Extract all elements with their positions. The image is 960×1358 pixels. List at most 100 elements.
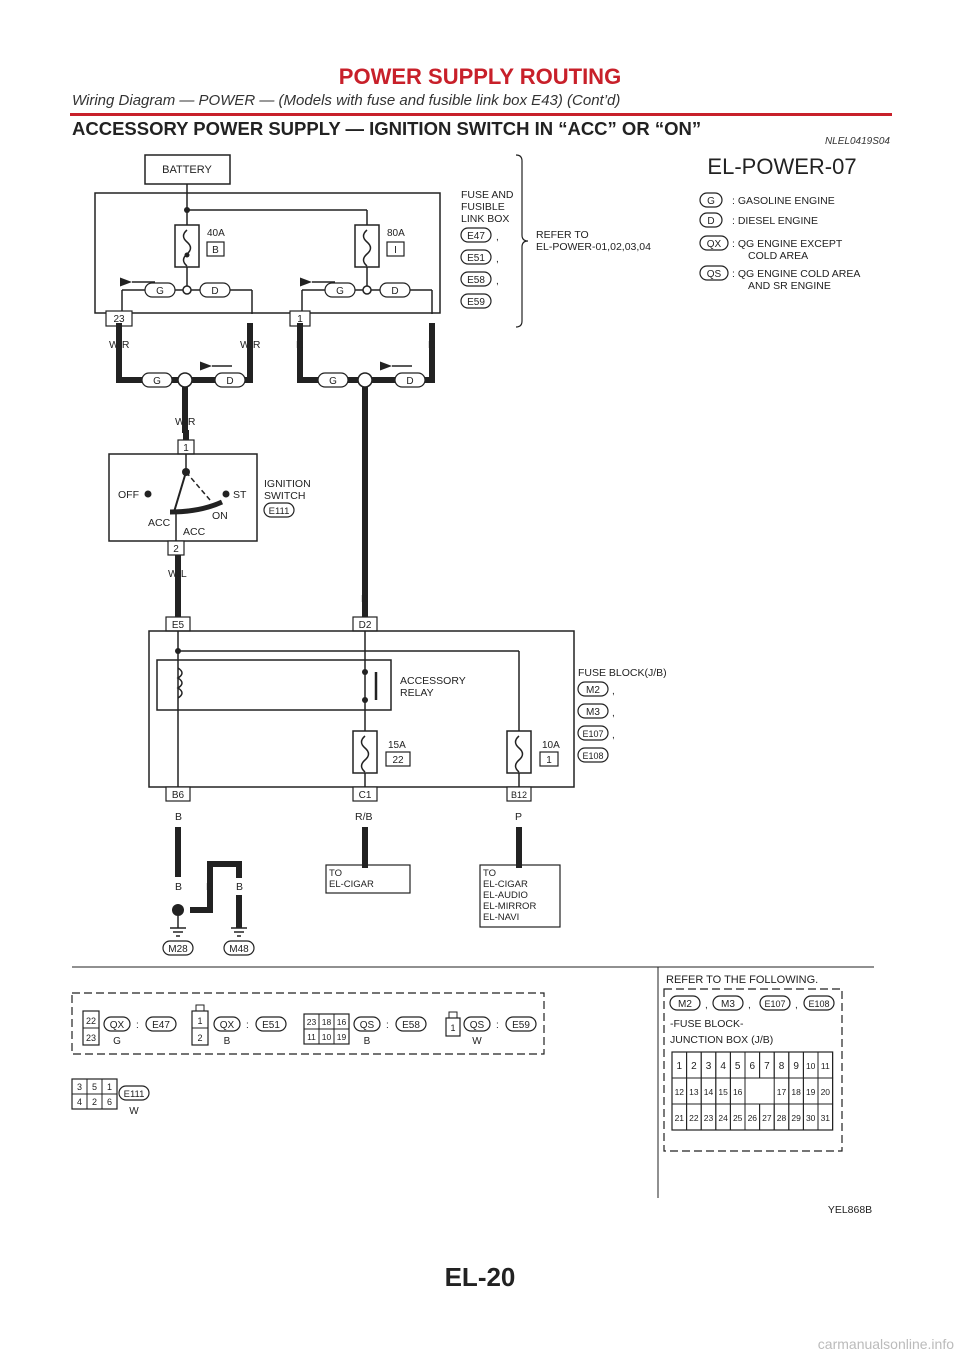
svg-text:E47: E47 [152, 1020, 170, 1031]
jb-cell-label: 9 [793, 1061, 799, 1072]
conn-e58: E58, [460, 271, 499, 287]
wire-b-2: B [175, 881, 182, 893]
fuse2-num: 1 [546, 755, 552, 766]
svg-text:4: 4 [77, 1097, 82, 1107]
svg-text:16: 16 [337, 1017, 347, 1027]
fusible-link-80a [354, 210, 380, 290]
watermark: carmanualsonline.info [817, 1336, 954, 1352]
svg-text:E51: E51 [467, 253, 485, 264]
diagram-id: EL-POWER-07 [707, 154, 856, 179]
jb-terminal-d2: D2 [352, 616, 378, 632]
fuse-22 [352, 730, 378, 787]
svg-text:E5: E5 [172, 620, 185, 631]
svg-text:G: G [336, 286, 344, 297]
svg-text:QS: QS [360, 1020, 375, 1031]
to-box-multi: TO EL-CIGAR EL-AUDIO EL-MIRROR EL-NAVI [479, 864, 561, 928]
accessory-relay-box [156, 659, 392, 711]
svg-text:E59: E59 [512, 1020, 530, 1031]
ignition-acc: ACC [148, 517, 171, 529]
svg-text:D: D [211, 286, 218, 297]
refer-conn-m2: M2, [669, 995, 708, 1011]
link2-amp: 80A [387, 228, 405, 239]
accessory-relay-label: ACCESSORY RELAY [400, 675, 468, 699]
svg-text:D: D [226, 376, 233, 387]
refer-note: REFER TO EL-POWER-01,02,03,04 [536, 229, 651, 253]
svg-text:B: B [224, 1036, 231, 1047]
option-pill-g-3: G [141, 372, 173, 388]
ground-icon [170, 927, 247, 937]
jb-cell-label: 8 [779, 1061, 785, 1072]
svg-text:: DIESEL ENGINE: : DIESEL ENGINE [732, 215, 818, 227]
svg-text:23: 23 [307, 1017, 317, 1027]
svg-text:E108: E108 [582, 751, 603, 761]
refer-conn-e107: E107, [759, 995, 798, 1011]
svg-text:C1: C1 [359, 790, 372, 801]
svg-text:QS: QS [470, 1020, 485, 1031]
jb-cell-label: 23 [704, 1113, 714, 1123]
wire-rb: R/B [355, 811, 373, 823]
svg-text:11: 11 [307, 1032, 316, 1042]
refer-line2: JUNCTION BOX (J/B) [670, 1034, 773, 1046]
option-pill-d-4: D [394, 372, 426, 388]
svg-text:,: , [795, 1000, 798, 1011]
jb-cell [817, 1103, 834, 1131]
jb-cell-label: 10 [806, 1061, 816, 1071]
svg-text:: QG ENGINE EXCEPT: : QG ENGINE EXCEPT [732, 238, 843, 250]
jb-cell-label: 7 [764, 1061, 770, 1072]
svg-text:,: , [748, 1000, 751, 1011]
jb-cell-label: 25 [733, 1113, 743, 1123]
jb-cell-label: 18 [791, 1087, 801, 1097]
svg-text:E107: E107 [764, 999, 785, 1009]
page-header-title: POWER SUPPLY ROUTING [338, 64, 622, 89]
svg-text:M2: M2 [678, 999, 692, 1010]
svg-text:W: W [129, 1106, 139, 1117]
conn-e51: E51, [460, 249, 499, 265]
svg-text:E58: E58 [402, 1020, 420, 1031]
svg-text:M28: M28 [168, 944, 188, 955]
svg-text:10: 10 [322, 1032, 332, 1042]
connector-view-e51: 1 2 QX : E51 B [191, 1004, 287, 1047]
svg-text:D: D [406, 376, 413, 387]
jb-cell-label: 14 [704, 1087, 714, 1097]
section-title: ACCESSORY POWER SUPPLY — IGNITION SWITCH… [72, 118, 702, 139]
ignition-terminal-1: 1 [177, 439, 195, 455]
svg-text:E107: E107 [582, 729, 603, 739]
connector-view-e47: 22 23 QX : E47 G [82, 1010, 177, 1047]
svg-text:2: 2 [173, 544, 179, 555]
conn-e59: E59 [460, 293, 492, 309]
jb-terminal-b6: B6 [165, 786, 191, 802]
svg-text:1: 1 [297, 314, 303, 325]
svg-text:AND SR ENGINE: AND SR ENGINE [748, 280, 831, 292]
svg-text:E59: E59 [467, 297, 485, 308]
svg-text:,: , [705, 1000, 708, 1011]
conn-m2: M2, [577, 681, 615, 697]
svg-text:QS: QS [707, 269, 722, 280]
option-pill-d-1: D [199, 282, 231, 298]
jb-cell-label: 19 [806, 1087, 816, 1097]
svg-text:W: W [472, 1036, 482, 1047]
svg-text:2: 2 [197, 1033, 202, 1043]
wire-wr-2: W/R [240, 339, 261, 351]
fuse1-amp: 15A [388, 740, 406, 751]
svg-text:COLD AREA: COLD AREA [748, 250, 808, 262]
svg-text:,: , [496, 232, 499, 243]
svg-text:,: , [612, 686, 615, 697]
option-pill-d-2: D [379, 282, 411, 298]
refer-line1: -FUSE BLOCK- [670, 1018, 744, 1030]
svg-text::: : [136, 1020, 139, 1031]
ignition-label: IGNITION SWITCH [264, 478, 314, 502]
svg-text:QX: QX [220, 1020, 235, 1031]
wire-b-1: B [175, 811, 182, 823]
refer-conn-m3: M3, [712, 995, 751, 1011]
wire-wr-3: W/R [175, 416, 196, 428]
page-number: EL-20 [444, 1262, 516, 1292]
svg-text:G: G [113, 1036, 121, 1047]
svg-text:E111: E111 [269, 506, 290, 517]
refer-conn-e108: E108 [803, 995, 835, 1011]
connector-view-e59: 1 QS : E59 W [445, 1011, 537, 1047]
svg-text:1: 1 [197, 1016, 202, 1026]
svg-text:6: 6 [107, 1097, 112, 1107]
svg-text:D2: D2 [359, 620, 372, 631]
